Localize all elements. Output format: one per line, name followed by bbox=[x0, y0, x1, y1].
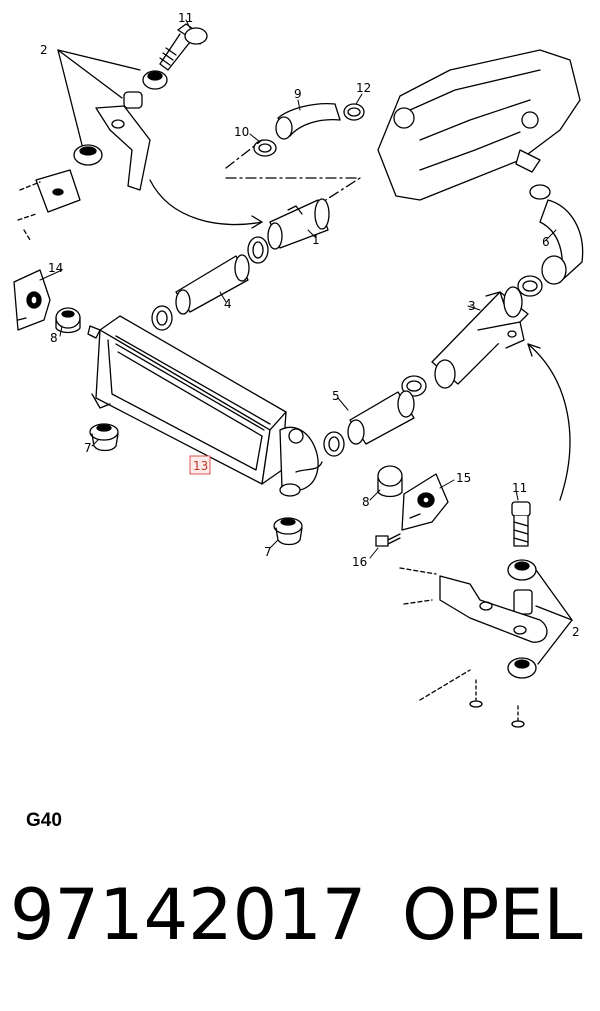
callout-16: 16 bbox=[352, 555, 367, 569]
hose-5 bbox=[347, 390, 415, 445]
callout-13-highlight bbox=[189, 455, 211, 475]
rubber-mount-top-left bbox=[73, 70, 168, 166]
bracket-15 bbox=[401, 473, 449, 531]
hose-4 bbox=[175, 254, 250, 315]
callout-5: 5 bbox=[332, 389, 340, 403]
bracket-top-left bbox=[17, 105, 151, 241]
bracket-14 bbox=[13, 269, 51, 331]
section-code: G40 bbox=[26, 810, 62, 831]
clamp-1 bbox=[247, 236, 269, 264]
callout-3: 3 bbox=[468, 299, 476, 313]
clamp-6 bbox=[517, 275, 543, 297]
leader-lines-2-left bbox=[57, 49, 141, 146]
bolt-11-top bbox=[159, 23, 208, 71]
exploded-parts-diagram: 11 2 9 12 10 1 6 14 4 3 8 5 7 15 11 8 7 … bbox=[13, 11, 584, 728]
rubber-mount-bottom-right bbox=[507, 559, 537, 679]
hose-1 bbox=[267, 198, 330, 250]
arrow-curve-right bbox=[527, 343, 571, 501]
bolt-16 bbox=[375, 533, 401, 547]
callout-13: 13 bbox=[193, 459, 208, 473]
rubber-mount-7-bottom bbox=[273, 517, 303, 546]
intercooler-13 bbox=[87, 315, 323, 497]
clamp-4 bbox=[151, 305, 173, 331]
callout-4: 4 bbox=[224, 297, 232, 311]
clamp-5 bbox=[323, 431, 345, 457]
bolt-11-bottom bbox=[511, 501, 531, 547]
callout-8-left: 8 bbox=[50, 331, 58, 345]
clamp-12 bbox=[343, 103, 365, 121]
hose-6 bbox=[529, 184, 584, 285]
callout-12: 12 bbox=[356, 81, 371, 95]
rubber-mount-8-left bbox=[55, 307, 81, 334]
hose-9 bbox=[275, 102, 341, 140]
arrow-curve-left bbox=[149, 179, 263, 226]
callout-9: 9 bbox=[294, 87, 302, 101]
callout-labels: 11 2 9 12 10 1 6 14 4 3 8 5 7 15 11 8 7 … bbox=[40, 11, 580, 639]
callout-8-right: 8 bbox=[362, 495, 370, 509]
rubber-mount-7-left bbox=[89, 423, 119, 452]
callout-14: 14 bbox=[48, 261, 63, 275]
callout-6: 6 bbox=[542, 235, 550, 249]
callout-2-right: 2 bbox=[572, 625, 580, 639]
callout-1: 1 bbox=[312, 233, 320, 247]
leader-lines-2-right bbox=[535, 569, 573, 665]
engine-block bbox=[377, 49, 581, 201]
brand-name: OPEL bbox=[402, 874, 583, 956]
callout-7-left: 7 bbox=[84, 441, 92, 455]
callout-15: 15 bbox=[456, 471, 471, 485]
callout-leaders bbox=[39, 19, 557, 559]
callout-11-top: 11 bbox=[178, 11, 193, 25]
rubber-mount-8-right bbox=[377, 465, 403, 498]
callout-7-bottom: 7 bbox=[264, 545, 272, 559]
pipe-3 bbox=[431, 286, 529, 389]
part-number: 97142017 bbox=[10, 874, 367, 956]
callout-11-bottom: 11 bbox=[512, 481, 527, 495]
clamp-10 bbox=[253, 139, 277, 157]
callout-2-left: 2 bbox=[40, 43, 48, 57]
callout-10: 10 bbox=[234, 125, 249, 139]
bracket-bottom-right bbox=[399, 567, 548, 728]
